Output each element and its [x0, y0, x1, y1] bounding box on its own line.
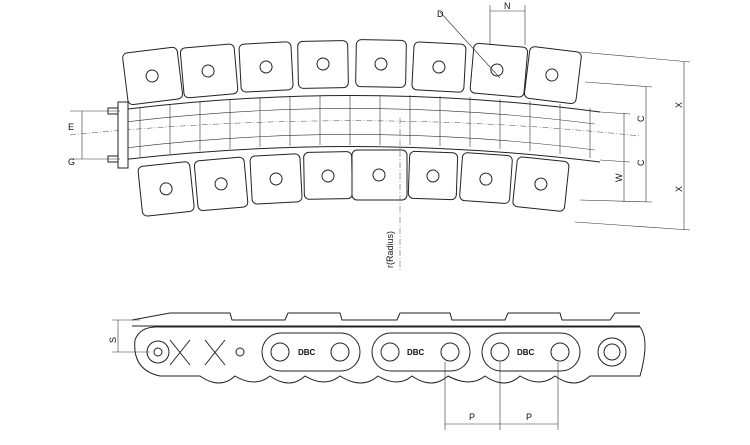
w-ext-bottom	[599, 159, 631, 163]
end-roller	[597, 337, 627, 367]
pin-hole	[372, 168, 386, 182]
pin-hole	[479, 172, 493, 186]
top-plate	[179, 43, 239, 99]
pin-hole	[321, 169, 335, 183]
pin-hole	[159, 182, 173, 196]
top-plate	[238, 41, 294, 93]
top-plate	[122, 46, 184, 106]
x-lower-label: X	[674, 186, 684, 192]
n-label: N	[504, 1, 511, 11]
d-label: D	[437, 9, 444, 19]
pin-hole	[534, 177, 548, 191]
dbc-link-2: DBC	[371, 332, 471, 372]
pin	[153, 347, 163, 357]
band-inner-lower	[124, 134, 596, 151]
top-view: r(Radius) D N E G X X C C W	[68, 1, 691, 270]
pin-hole	[269, 172, 283, 186]
x-ext-top	[579, 51, 691, 63]
pin-hole	[432, 60, 446, 74]
pin-hole	[259, 60, 273, 74]
c-ext-bottom	[579, 199, 653, 203]
upper-plate-row	[122, 39, 582, 106]
top-plate	[355, 39, 407, 88]
top-plate	[193, 156, 249, 212]
chain-link-band	[69, 95, 641, 169]
link-plate-body	[134, 326, 646, 384]
w-label: W	[614, 173, 624, 182]
roller	[146, 340, 170, 364]
pin-hole	[426, 169, 440, 183]
c-ext-top	[584, 81, 653, 88]
top-plate	[523, 46, 582, 105]
link-dividers	[139, 95, 591, 158]
dbc-mark: DBC	[407, 348, 425, 357]
p-right-label: P	[526, 412, 532, 422]
top-plate	[469, 42, 529, 98]
w-ext-top	[599, 111, 631, 115]
e-label: E	[68, 122, 74, 132]
dbc-mark: DBC	[298, 348, 316, 357]
band-upper-edge	[119, 95, 601, 113]
top-plate-strip	[131, 312, 640, 321]
side-view: DBC DBC DBC S P P	[108, 312, 646, 430]
top-plate	[303, 151, 353, 200]
d-leader	[439, 11, 501, 79]
chain-centerline	[69, 120, 641, 137]
x-upper-label: X	[674, 102, 684, 108]
top-plate	[137, 161, 195, 217]
p-left-label: P	[469, 412, 475, 422]
cross-mark	[169, 339, 191, 366]
pin-hole	[545, 68, 559, 82]
top-plate	[411, 41, 467, 93]
x-ext-bottom	[574, 221, 691, 231]
lower-plate-row	[137, 149, 570, 217]
c-lower-label: C	[636, 159, 646, 166]
radius-label: r(Radius)	[385, 231, 395, 268]
top-plate	[459, 152, 513, 204]
s-label: S	[108, 337, 118, 343]
dbc-mark: DBC	[517, 348, 535, 357]
pin	[235, 347, 245, 357]
pin-hole	[201, 64, 215, 78]
pin-hole	[214, 177, 228, 191]
dbc-link-1: DBC	[261, 332, 361, 372]
top-plate	[297, 40, 349, 89]
top-plate	[512, 156, 570, 212]
g-label: G	[68, 157, 75, 167]
cross-mark	[204, 339, 226, 366]
band-lower-edge	[119, 146, 601, 163]
pin-hole	[374, 57, 388, 71]
top-plate	[249, 153, 303, 205]
top-plate	[351, 149, 408, 201]
pin-hole	[490, 63, 504, 77]
pin-hole	[316, 57, 330, 71]
dbc-link-3: DBC	[481, 332, 581, 372]
end-pin	[603, 343, 621, 361]
pin-hole	[145, 69, 159, 83]
top-plate	[407, 150, 459, 201]
c-upper-label: C	[636, 115, 646, 122]
end-link-plate	[117, 101, 129, 169]
band-inner-upper	[124, 108, 596, 125]
